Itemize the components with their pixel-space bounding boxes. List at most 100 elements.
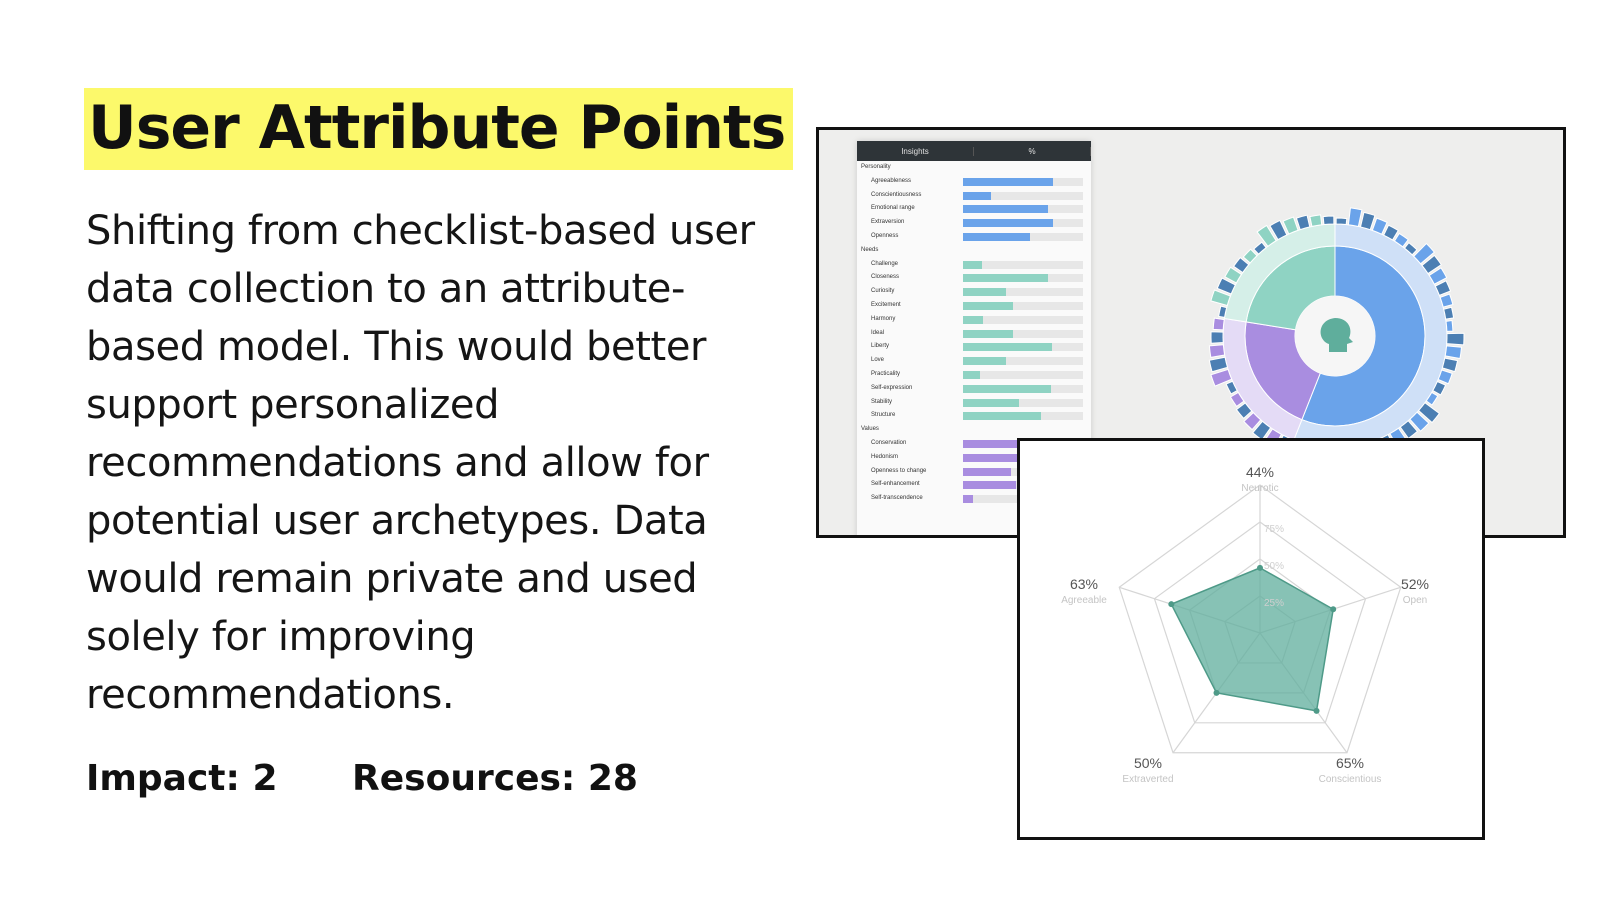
sunburst-chart — [1208, 207, 1465, 466]
table-row: Challenge — [857, 258, 1091, 272]
sunburst-tick — [1218, 305, 1228, 318]
sunburst-tick — [1235, 402, 1253, 420]
value-bar — [963, 274, 1049, 283]
sunburst-tick — [1439, 293, 1454, 308]
sunburst-tick — [1322, 215, 1335, 226]
sunburst-tick — [1309, 214, 1323, 227]
row-label: Emotional range — [871, 205, 915, 212]
value-bar — [963, 481, 1016, 490]
insights-table-header: Insights % — [857, 141, 1091, 161]
slide-description: Shifting from checklist-based user data … — [86, 208, 755, 718]
table-row: Practicality — [857, 368, 1091, 382]
sunburst-tick — [1432, 380, 1447, 396]
table-group-row[interactable]: Needs — [857, 244, 1091, 258]
sunburst-tick — [1371, 217, 1388, 235]
row-label: Agreeableness — [871, 177, 912, 184]
value-bar — [963, 495, 973, 504]
row-label: Love — [871, 357, 885, 364]
value-bar — [963, 370, 980, 379]
bar-track — [963, 260, 1083, 269]
sunburst-tick — [1434, 280, 1452, 297]
bar-track — [963, 357, 1083, 366]
radar-grid-ring — [1153, 521, 1367, 724]
radar-value-label: 44% — [1246, 464, 1274, 480]
sunburst-tick — [1393, 232, 1409, 248]
sunburst-tick — [1421, 254, 1442, 275]
radar-data-point — [1168, 601, 1175, 608]
radar-value-label: 65% — [1336, 755, 1364, 771]
table-row: Conscientiousness — [857, 189, 1091, 203]
sunburst-tick — [1413, 242, 1436, 265]
row-label: Needs — [861, 246, 879, 253]
table-row: Excitement — [857, 299, 1091, 313]
row-label: Curiosity — [871, 288, 895, 295]
sunburst-tick — [1210, 331, 1224, 344]
value-bar — [963, 343, 1052, 352]
value-bar — [963, 301, 1014, 310]
sunburst-tick — [1216, 277, 1236, 295]
sunburst-tick — [1208, 344, 1226, 358]
table-row: Love — [857, 354, 1091, 368]
sunburst-tick — [1210, 368, 1233, 387]
sunburst-tick — [1252, 420, 1272, 441]
resources-metric: Resources: 28 — [352, 758, 638, 799]
slide-title: User Attribute Points — [84, 88, 794, 170]
radar-data-point — [1313, 707, 1320, 714]
value-bar — [963, 453, 1028, 462]
sunburst-tick — [1229, 391, 1245, 408]
bar-track — [963, 329, 1083, 338]
sunburst-tick — [1256, 224, 1277, 248]
value-bar — [963, 205, 1049, 214]
table-row: Self-expression — [857, 382, 1091, 396]
sunburst-tick — [1399, 420, 1419, 440]
value-bar — [963, 412, 1041, 421]
impact-metric: Impact: 2 — [86, 758, 278, 799]
sunburst-tick — [1269, 219, 1288, 241]
head-icon — [1320, 318, 1353, 352]
sunburst-tick — [1403, 242, 1418, 256]
value-bar — [963, 329, 1014, 338]
radar-value-label: 50% — [1134, 755, 1162, 771]
table-row: Emotional range — [857, 202, 1091, 216]
row-label: Harmony — [871, 315, 896, 322]
sunburst-tick — [1232, 256, 1250, 274]
value-bar — [963, 232, 1031, 241]
value-bar — [963, 260, 983, 269]
row-label: Values — [861, 426, 879, 433]
radar-chart: 25%50%75%44%Neurotic52%Open65%Conscienti… — [1061, 464, 1429, 785]
radar-ring-label: 50% — [1264, 561, 1284, 572]
radar-value-label: 63% — [1070, 576, 1098, 592]
row-label: Openness to change — [871, 467, 927, 474]
header-insights: Insights — [857, 146, 974, 156]
row-label: Hedonism — [871, 453, 899, 460]
radar-data-point — [1213, 689, 1220, 696]
radar-axis-name: Neurotic — [1241, 483, 1278, 494]
sunburst-tick — [1443, 306, 1455, 320]
table-row: Extraversion — [857, 216, 1091, 230]
radar-grid-ring — [1118, 484, 1402, 754]
bar-track — [963, 315, 1083, 324]
bar-track — [963, 288, 1083, 297]
value-bar — [963, 384, 1051, 393]
sunburst-tick — [1295, 214, 1311, 231]
sunburst-tick — [1437, 369, 1453, 385]
value-bar — [963, 357, 1007, 366]
metrics-row: Impact: 2 Resources: 28 — [86, 758, 638, 799]
table-row: Structure — [857, 409, 1091, 423]
table-group-row[interactable]: Values — [857, 423, 1091, 437]
value-bar — [963, 177, 1053, 186]
value-bar — [963, 191, 991, 200]
radar-axis-name: Extraverted — [1122, 774, 1173, 785]
table-row: Openness — [857, 230, 1091, 244]
radar-axis-name: Conscientious — [1319, 774, 1382, 785]
sunburst-tick — [1446, 332, 1465, 346]
row-label: Excitement — [871, 301, 901, 308]
row-label: Closeness — [871, 274, 900, 281]
table-group-row[interactable]: Personality — [857, 161, 1091, 175]
table-row: Curiosity — [857, 285, 1091, 299]
row-label: Self-enhancement — [871, 481, 920, 488]
radar-data-area — [1170, 567, 1335, 712]
sunburst-tick — [1428, 267, 1448, 285]
